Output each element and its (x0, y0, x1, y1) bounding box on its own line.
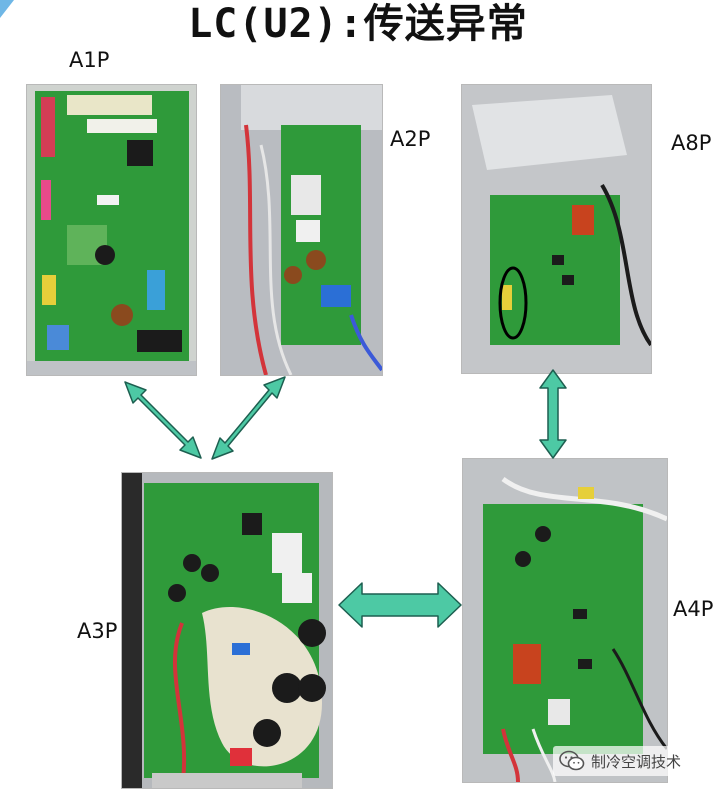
arrow-a1p-a3p (124, 381, 202, 459)
label-a4p: A4P (673, 597, 714, 621)
arrow-a3p-a4p (338, 582, 462, 628)
arrow-a2p-a3p (211, 376, 286, 460)
label-a1p: A1P (69, 48, 110, 72)
watermark-text: 制冷空调技术 (591, 752, 682, 771)
photo-a1p (27, 85, 196, 375)
wechat-icon (559, 750, 585, 771)
label-a8p: A8P (671, 131, 712, 155)
photo-a3p (122, 473, 332, 788)
watermark: 制冷空调技术 (553, 746, 688, 776)
photo-a8p (462, 85, 651, 373)
arrow-a8p-a4p (539, 369, 567, 459)
photo-a2p (221, 85, 382, 375)
highlight-ring (498, 266, 528, 340)
label-a3p: A3P (77, 619, 118, 643)
page-title: LC(U2):传送异常 (188, 1, 528, 47)
corner-accent (0, 0, 14, 18)
photo-a4p (463, 459, 667, 782)
label-a2p: A2P (390, 127, 431, 151)
